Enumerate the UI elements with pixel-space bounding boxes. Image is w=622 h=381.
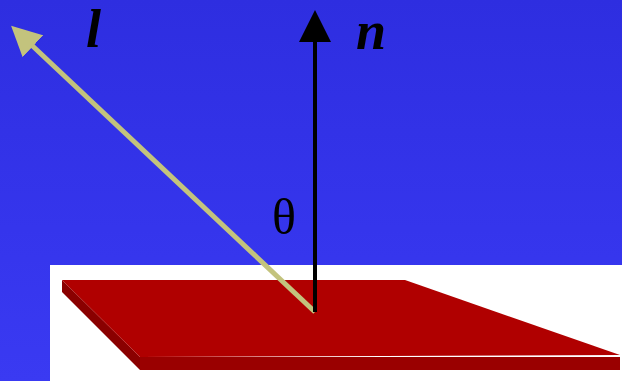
light-vector [22, 36, 315, 312]
plane-edge [140, 357, 620, 370]
normal-vector [313, 22, 317, 312]
angle-label: θ [272, 192, 296, 242]
vector-label: n [356, 4, 386, 58]
red-plane [62, 280, 620, 357]
white-ground [50, 265, 622, 381]
vector-label: l [86, 2, 101, 56]
